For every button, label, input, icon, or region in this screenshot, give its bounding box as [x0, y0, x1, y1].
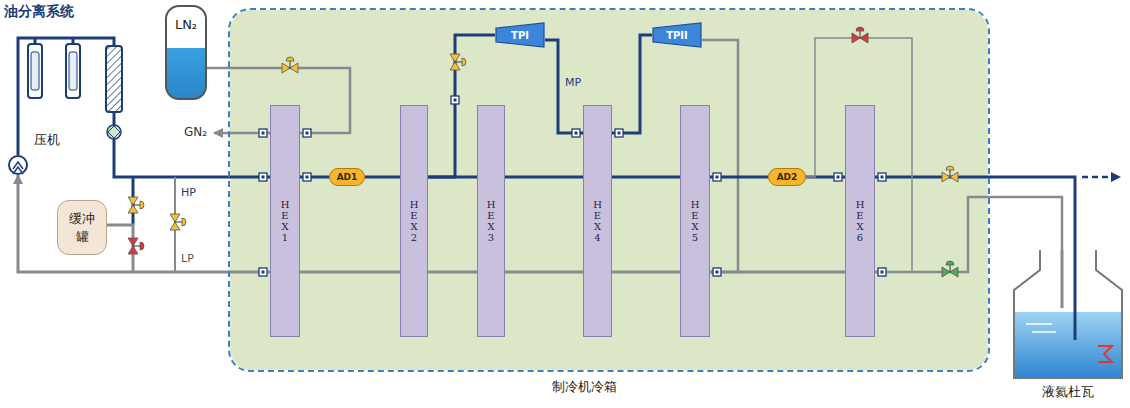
tank-label: 缓冲罐 — [67, 210, 97, 246]
pipe-line — [612, 271, 680, 274]
compressor-symbol — [13, 162, 23, 174]
heat-exchanger: HEX3 — [477, 105, 505, 337]
pipe-line — [545, 40, 583, 133]
tank-label: LN₂ — [175, 17, 197, 33]
adsorber-label: AD1 — [337, 172, 358, 182]
line-label: LP — [181, 252, 194, 265]
helium-dewar: 液氦杜瓦 — [1012, 250, 1124, 380]
pipe-line — [875, 177, 1075, 250]
nozzles — [259, 96, 886, 276]
hex-label: HEX4 — [593, 199, 603, 243]
pipe-line — [428, 271, 477, 274]
pipe-line — [612, 35, 652, 133]
ln2-tank: LN₂ — [165, 5, 207, 100]
turbine-label: TPI — [511, 30, 529, 41]
line-label: HP — [181, 186, 196, 199]
oil-separator — [28, 38, 122, 139]
pipe-line — [710, 271, 845, 274]
hex-label: HEX6 — [855, 199, 865, 243]
compressor: 压机 — [8, 155, 28, 175]
adsorber-label: AD2 — [777, 172, 798, 182]
heat-exchanger: HEX1 — [270, 105, 300, 337]
pipe-line — [505, 176, 583, 179]
cold-box-fill — [230, 10, 988, 370]
transfer-arrow — [1082, 176, 1120, 179]
heat-exchanger: HEX2 — [400, 105, 428, 337]
hex-label: HEX2 — [409, 199, 419, 243]
pipe-line — [365, 176, 400, 179]
cold-box: 制冷机冷箱HEX1AD1HEX2TPIHEX3HEX4TPIIHEX5AD2HE… — [228, 8, 990, 372]
turbine: TPII — [652, 22, 702, 48]
hex-label: HEX1 — [280, 199, 290, 243]
compressor-label: 压机 — [34, 131, 60, 149]
dewar-label: 液氦杜瓦 — [1012, 383, 1124, 401]
hex-label: HEX3 — [486, 199, 496, 243]
pipe-line — [505, 271, 583, 274]
gas-label: GN₂ — [184, 125, 207, 139]
buffer-piping — [107, 177, 186, 272]
adsorber: AD1 — [329, 168, 365, 186]
pipe-line — [875, 197, 1062, 272]
pipe-line — [300, 271, 400, 274]
pipe-line — [612, 176, 680, 179]
turbine: TPI — [495, 22, 545, 48]
pipe-line — [18, 175, 270, 272]
dewar-outline — [1012, 250, 1124, 380]
turbine-label: TPII — [666, 30, 688, 41]
heat-exchanger: HEX4 — [583, 105, 612, 337]
buffer-tank: 缓冲罐 — [57, 200, 107, 255]
system-label: 油分离系统 — [4, 3, 74, 21]
pipe-line — [18, 38, 270, 177]
pressure-label: MP — [563, 76, 583, 89]
cold-box-title: 制冷机冷箱 — [552, 378, 617, 396]
heat-exchanger: HEX6 — [845, 105, 875, 337]
heat-exchanger: HEX5 — [680, 105, 710, 337]
hex-label: HEX5 — [690, 199, 700, 243]
adsorber: AD2 — [768, 168, 806, 186]
